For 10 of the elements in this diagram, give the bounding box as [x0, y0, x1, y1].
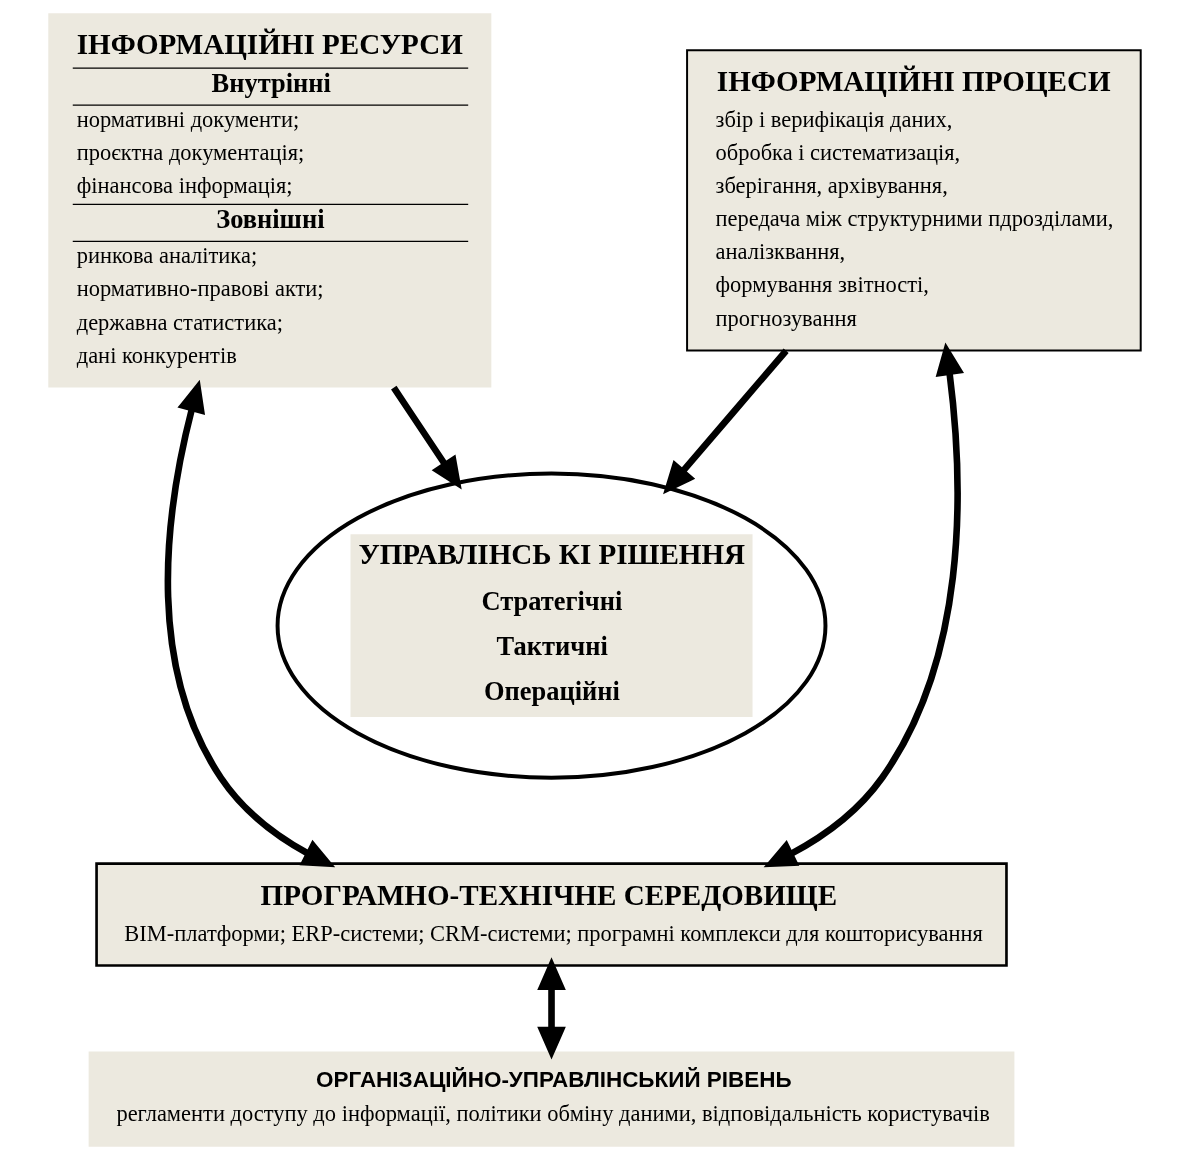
arrow — [663, 348, 789, 495]
node-box: ІНФОРМАЦІЙНІ РЕСУРСИ Внутрінні нормативні документи; проєктна документація; фінансова інформація; Зовнішні ринкова аналітика; нормативно-правові акти; державна статистика; дані конкурентів — [48, 13, 492, 388]
node-ellipse: УПРАВЛІНСЬ КІ РІШЕННЯ Стратегічні Тактичні Операційні — [275, 471, 828, 780]
node-box: ОРГАНІЗАЦІЙНО-УПРАВЛІНСЬКИЙ РІВЕНЬ регламенти доступу до інформації, політики обміну даними, відповідальність користувачів — [88, 1051, 1015, 1147]
node-box: ПРОГРАМНО-ТЕХНІЧНЕ СЕРЕДОВИЩЕ BIM-платформи; ERP-системи; CRM-системи; програмні комплекси для кошторисування — [95, 862, 1008, 967]
arrow — [537, 957, 566, 1060]
node-box: ІНФОРМАЦІЙНІ ПРОЦЕСИ збір і верифікація даних, обробка і систематизація, зберігання, архівування, передача між структурними пдрозділами, аналізквання, формування звітності, прогнозування — [686, 49, 1142, 352]
arrow — [763, 342, 965, 868]
arrow — [164, 379, 336, 868]
arrow — [391, 385, 462, 490]
